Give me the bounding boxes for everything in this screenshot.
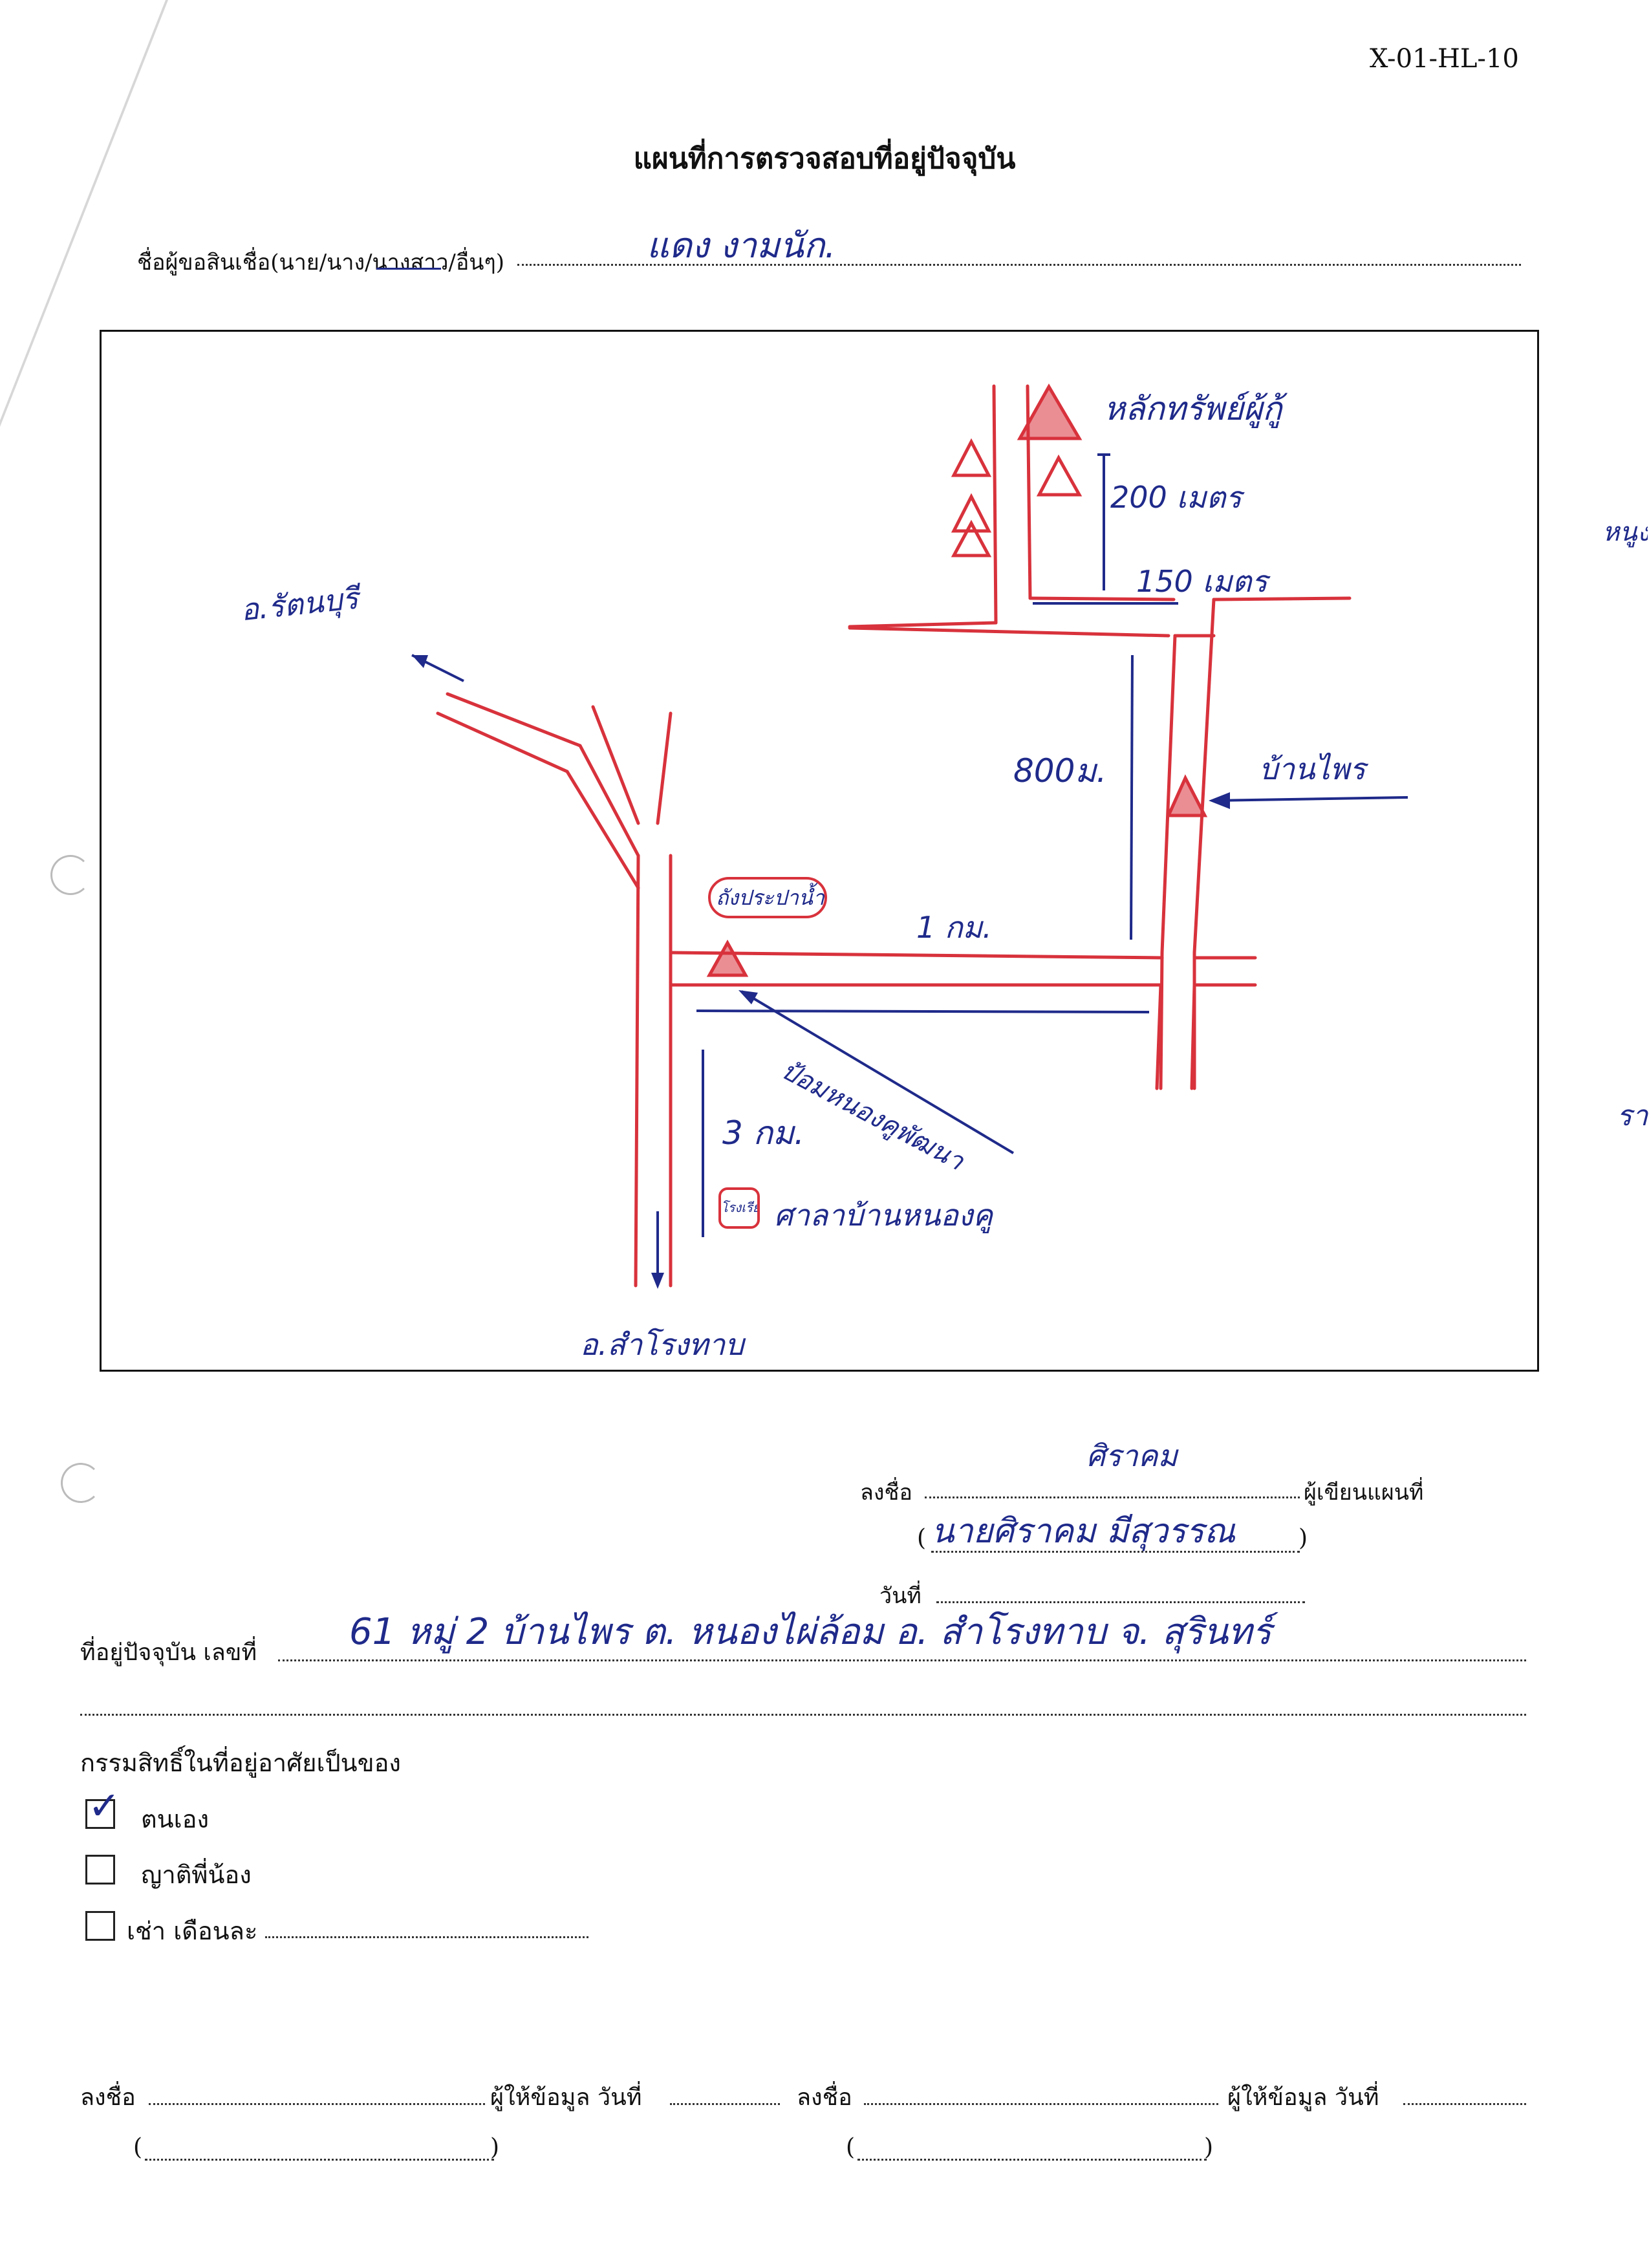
informant2-date-dotline [1403,2103,1526,2105]
map-label-3km: 3 กม. [722,1114,804,1152]
applicant-title-underline [376,268,441,270]
dim-800m-line [1130,654,1134,940]
informant1-open-paren: ( [133,2134,143,2161]
ownership-rent-checkbox[interactable] [85,1911,115,1941]
road-diag-north-2 [656,711,673,825]
ownership-self-label: ตนเอง [141,1805,210,1833]
ownership-rent-label: เช่า เดือนละ [127,1917,258,1945]
junction-triangle [706,939,749,977]
road-diag-ratanaburi-2 [436,711,640,890]
informant1-name-dotline [145,2159,494,2161]
margin-mark-1: หนูง [1602,517,1648,547]
writer-name-close-paren: ) [1299,1525,1308,1551]
informant2-sign-label: ลงชื่อ [797,2084,852,2111]
arrow-ban-phai [1213,796,1408,802]
informant1-sign-dotline [149,2103,485,2105]
dim-1km-line [696,1010,1150,1013]
writer-name[interactable]: นายศิราคม มีสุวรรณ [931,1512,1236,1551]
writer-role-label: ผู้เขียนแผนที่ [1304,1480,1424,1506]
check-mark-icon: ✓ [88,1784,121,1829]
informant1-role-label: ผู้ให้ข้อมูล วันที่ [490,2084,642,2111]
map-label-1km: 1 กม. [916,910,992,945]
punch-hole-top [50,855,91,895]
map-frame: หลักทรัพย์ผู้กู้ 200 เมตร 150 เมตร 800ม.… [100,330,1539,1372]
map-label-samrong: อ.สำโรงทาบ [580,1327,744,1362]
house-triangle-2 [1036,454,1083,497]
address-dotline-1 [278,1659,1526,1661]
road-main-upper [669,951,1164,960]
house-triangle-3 [951,493,992,533]
map-label-school-marker: โรงเรียน [721,1200,757,1215]
map-label-collateral: หลักทรัพย์ผู้กู้ [1104,390,1282,427]
road-top-left-upper [848,621,998,629]
road-top-lower [848,626,1170,638]
road-west-left [634,854,640,1288]
map-drawing [411,383,1408,1289]
water-tank-oval [708,877,827,918]
map-label-ban-phai: บ้านไพร [1259,751,1366,786]
road-top-upper [1028,596,1176,601]
collateral-triangle [1017,383,1083,440]
informant2-name-dotline [857,2159,1207,2161]
writer-sign-label: ลงชื่อ [860,1480,912,1506]
ownership-heading: กรรมสิทธิ์ในที่อยู่อาศัยเป็นของ [80,1749,401,1777]
writer-sign-dotline [925,1496,1300,1498]
address-dotline-2 [80,1714,1526,1716]
informant2-role-label: ผู้ให้ข้อมูล วันที่ [1227,2084,1379,2111]
applicant-label: ชื่อผู้ขอสินเชื่อ(นาย/นาง/นางสาว/อื่นๆ) [137,250,505,275]
ownership-self-checkbox[interactable] [85,1799,115,1829]
ban-phai-triangle [1166,774,1208,817]
ownership-relative-label: ญาติพี่น้อง [141,1861,252,1889]
arrowhead-ratanaburi [412,655,428,668]
informant2-open-paren: ( [846,2134,856,2161]
road-top-right [1212,596,1352,601]
arrowhead-ban-phai [1209,792,1230,809]
map-label-200m: 200 เมตร [1110,480,1242,515]
writer-date-dotline [936,1601,1305,1603]
address-value[interactable]: 61 หมู่ 2 บ้านไพร ต. หนองไผ่ล้อม อ. สำโร… [349,1611,1272,1653]
road-east-right [1192,598,1216,1090]
applicant-name[interactable]: แดง งามนัก. [647,225,836,266]
writer-date-label: วันที่ [879,1583,921,1609]
map-label-800m: 800ม. [1013,752,1107,790]
page-title: แผนที่การตรวจสอบที่อยู่ปัจจุบัน [633,142,1016,175]
informant1-close-paren: ) [490,2134,500,2161]
house-triangle-4 [951,519,992,557]
applicant-dotline [517,264,1521,266]
informant1-date-dotline [670,2103,780,2105]
writer-name-dotline [931,1551,1300,1553]
arrow-health [740,990,1015,1154]
margin-mark-2: รา [1617,1099,1648,1132]
ownership-relative-checkbox[interactable] [85,1855,115,1885]
informant2-close-paren: ) [1204,2134,1214,2161]
road-north-left [992,384,998,625]
road-diag-north-1 [591,705,640,825]
arrowhead-health [738,990,758,1004]
folded-corner-fill [0,0,166,420]
arrowhead-samrong [651,1273,664,1289]
rent-amount-dotline [265,1936,588,1938]
house-triangle-1 [951,438,992,477]
map-label-water-tank: ถังประปาน้ำ [716,885,824,910]
writer-name-open-paren: ( [917,1525,927,1551]
road-east-south-left [1155,983,1163,1090]
writer-signature: ศิราคม [1086,1438,1178,1473]
address-label: ที่อยู่ปัจจุบัน เลขที่ [80,1639,257,1666]
map-label-150m: 150 เมตร [1136,564,1268,599]
road-diag-ratanaburi-1 [446,692,640,858]
punch-hole-bottom [61,1463,101,1503]
road-east-south-right [1190,983,1196,1090]
informant2-sign-dotline [864,2103,1218,2105]
informant1-sign-label: ลงชื่อ [80,2084,136,2111]
form-code: X-01-HL-10 [1370,44,1519,74]
school-marker-box [718,1187,760,1229]
map-label-school: ศาลาบ้านหนองคู [774,1198,993,1233]
road-east-left [1159,634,1177,1090]
